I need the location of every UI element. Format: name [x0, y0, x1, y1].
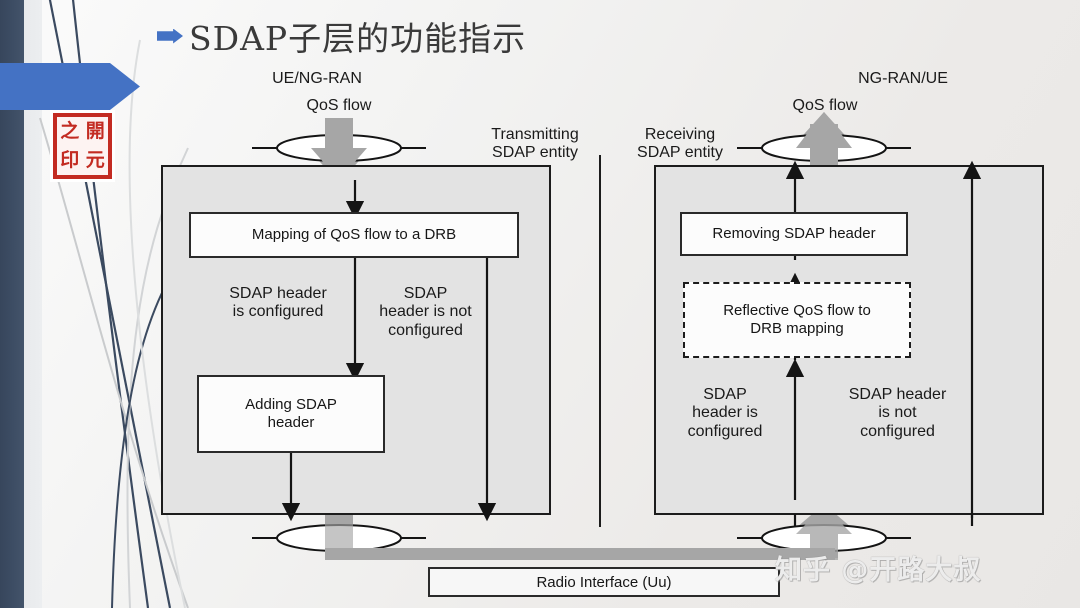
red-seal-stamp: 之 開 印 元 — [50, 110, 115, 182]
left-branch-not-configured-label: SDAP header is not configured — [379, 285, 472, 339]
seal-char-1: 之 — [60, 120, 80, 142]
page-title: SDAP子层的功能指示 — [157, 12, 526, 60]
transmitting-entity-label: Transmitting SDAP entity — [491, 126, 579, 162]
box-adding-sdap-header: Adding SDAP header — [197, 375, 385, 453]
right-branch-not-configured-label: SDAP header is not configured — [848, 386, 947, 440]
zhihu-watermark: 知乎 @开路大叔 — [775, 555, 982, 586]
right-branch-configured-label: SDAP header is configured — [687, 386, 763, 440]
left-branch-configured-label: SDAP header is configured — [229, 285, 327, 321]
seal-char-4: 元 — [85, 149, 105, 171]
box-mapping-qos-to-drb: Mapping of QoS flow to a DRB — [189, 212, 519, 258]
blue-banner-arrow — [0, 63, 140, 110]
receiving-entity-label: Receiving SDAP entity — [637, 126, 723, 162]
box-reflective-qos-mapping: Reflective QoS flow to DRB mapping — [683, 282, 911, 358]
seal-char-3: 印 — [60, 149, 80, 171]
right-sap-top-label: QoS flow — [792, 97, 858, 114]
seal-char-2: 開 — [85, 120, 105, 142]
left-peer-label: UE/NG-RAN — [272, 70, 362, 87]
triangle-right-icon — [157, 28, 183, 44]
right-peer-label: NG-RAN/UE — [858, 70, 948, 87]
page-title-text: SDAP子层的功能指示 — [189, 19, 527, 58]
box-removing-sdap-header: Removing SDAP header — [680, 212, 908, 256]
radio-interface-box: Radio Interface (Uu) — [428, 567, 780, 597]
left-edge-light-bar — [24, 0, 42, 608]
left-sap-top-label: QoS flow — [306, 97, 372, 114]
